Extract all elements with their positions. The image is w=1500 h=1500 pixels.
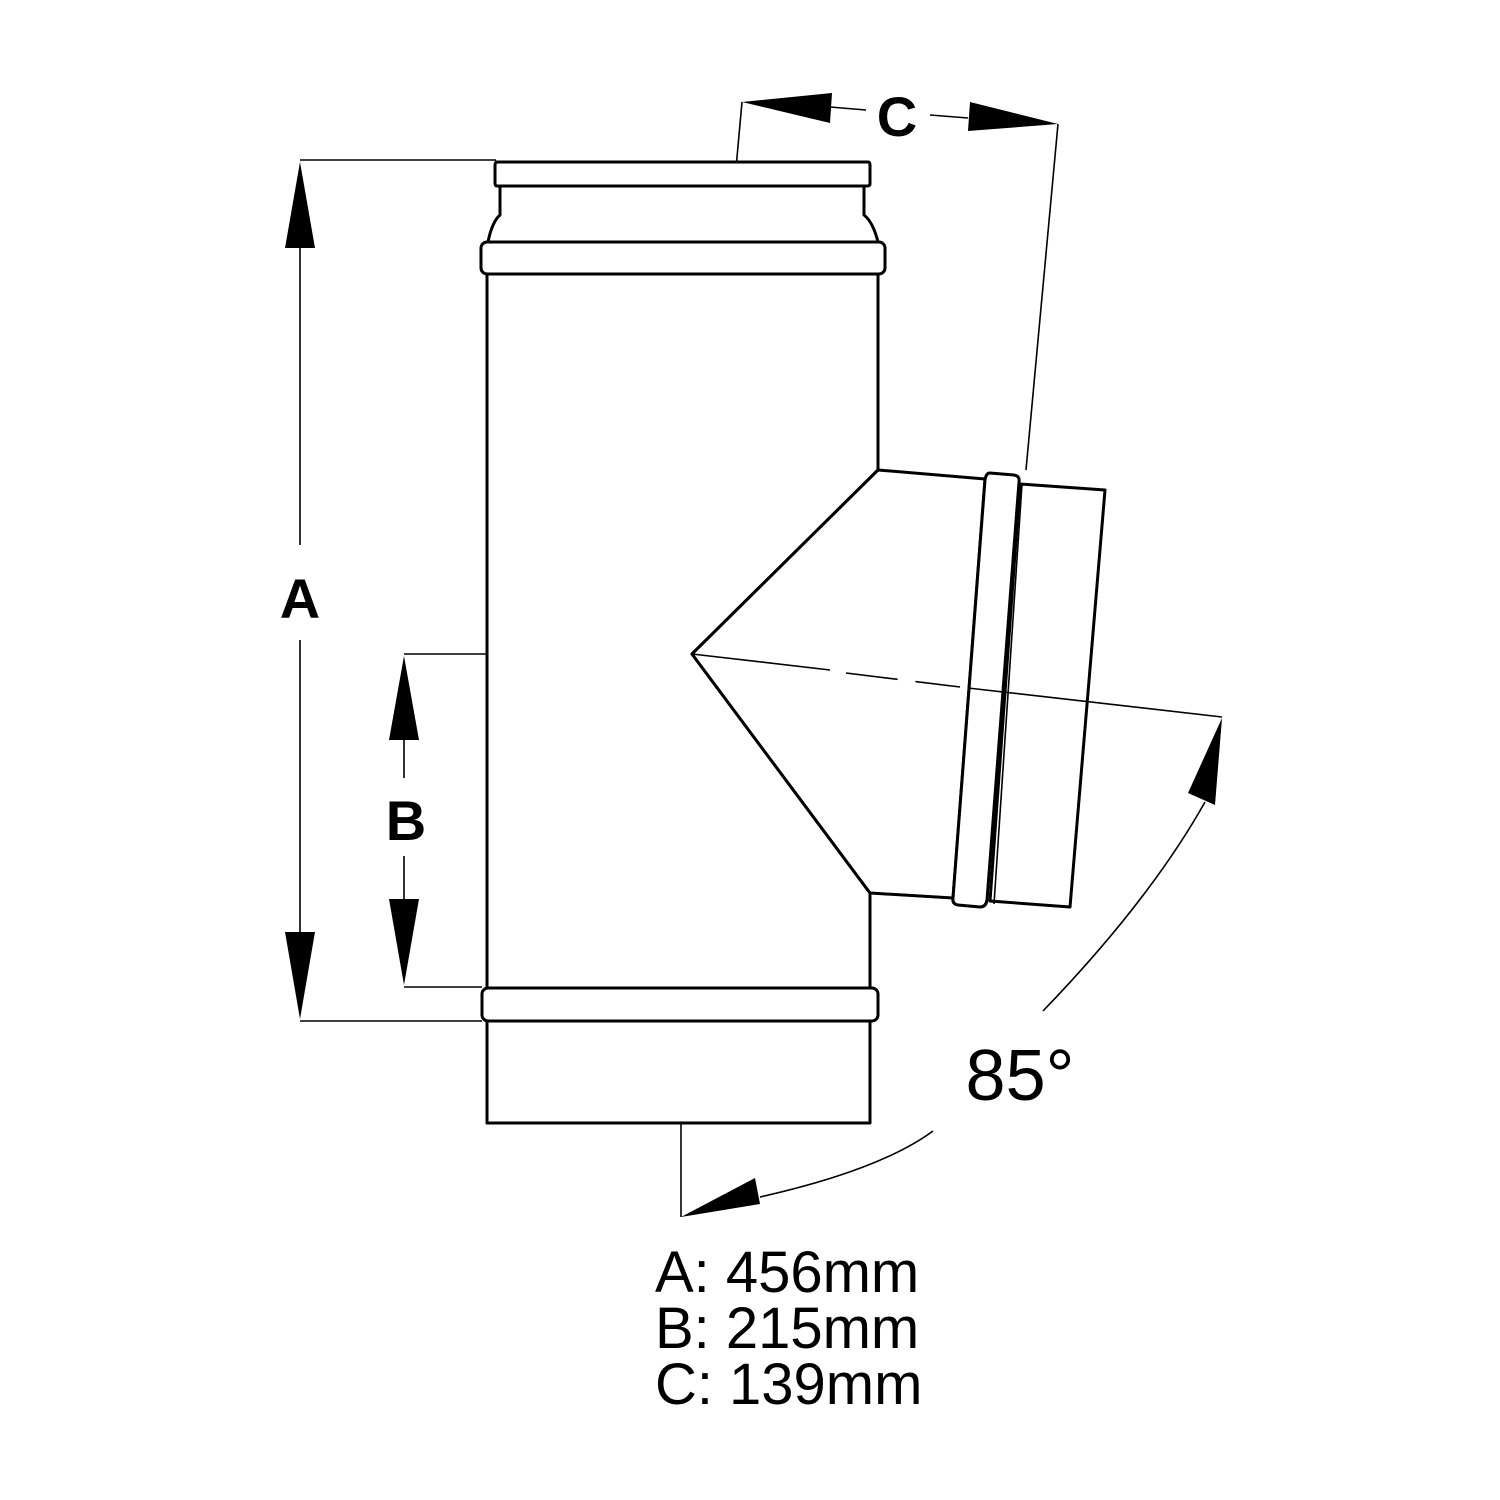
dim-a-arrow-down-icon [285,932,315,1019]
bottom-collar-band [480,986,880,1023]
legend-value-b: 215mm [725,1296,920,1361]
legend-row-c: C:139mm [655,1352,975,1417]
legend-row-b: B:215mm [655,1296,975,1361]
dimension-legend: A:456mm B:215mm C:139mm [655,1240,975,1417]
branch-body [690,468,987,900]
legend-value-c: 139mm [729,1352,923,1417]
dim-a-arrow-up-icon [285,162,315,248]
legend-row-a: A:456mm [655,1240,975,1305]
angle-arrow-up-icon [1188,718,1222,805]
legend-key-b: B: [655,1296,710,1361]
dim-c-arrow-left-icon [742,93,832,123]
branch-centerline-solid [691,653,831,671]
legend-value-a: 456mm [725,1240,920,1305]
dim-a-label: A [280,567,320,630]
dim-c-arrow-right-icon [968,102,1058,131]
top-collar-neck [486,184,880,244]
dim-c-line-right [929,114,969,119]
angle-arrow-left-icon [681,1178,760,1217]
branch-centerline-dashed [845,672,961,688]
top-collar-band [479,240,887,276]
dim-b-arrow-up-icon [389,656,419,740]
top-collar-lip [493,160,872,188]
branch-centerline-ext [967,687,1223,718]
dim-b-arrow-down-icon [389,899,419,985]
angle-arc-upper [1042,801,1206,1012]
angle-label: 85° [966,1036,1075,1116]
legend-key-a: A: [655,1240,710,1305]
dim-c-label: C [877,85,917,148]
legend-key-c: C: [655,1352,713,1417]
branch-spigot [988,482,1107,909]
dim-b-label: B [386,789,426,852]
bottom-spigot [485,1019,872,1125]
dim-c-extension-right [1025,123,1059,471]
angle-arc-lower [759,1130,934,1198]
branch-inner-ring-line [993,483,1023,905]
dim-c-line-left [829,106,867,111]
